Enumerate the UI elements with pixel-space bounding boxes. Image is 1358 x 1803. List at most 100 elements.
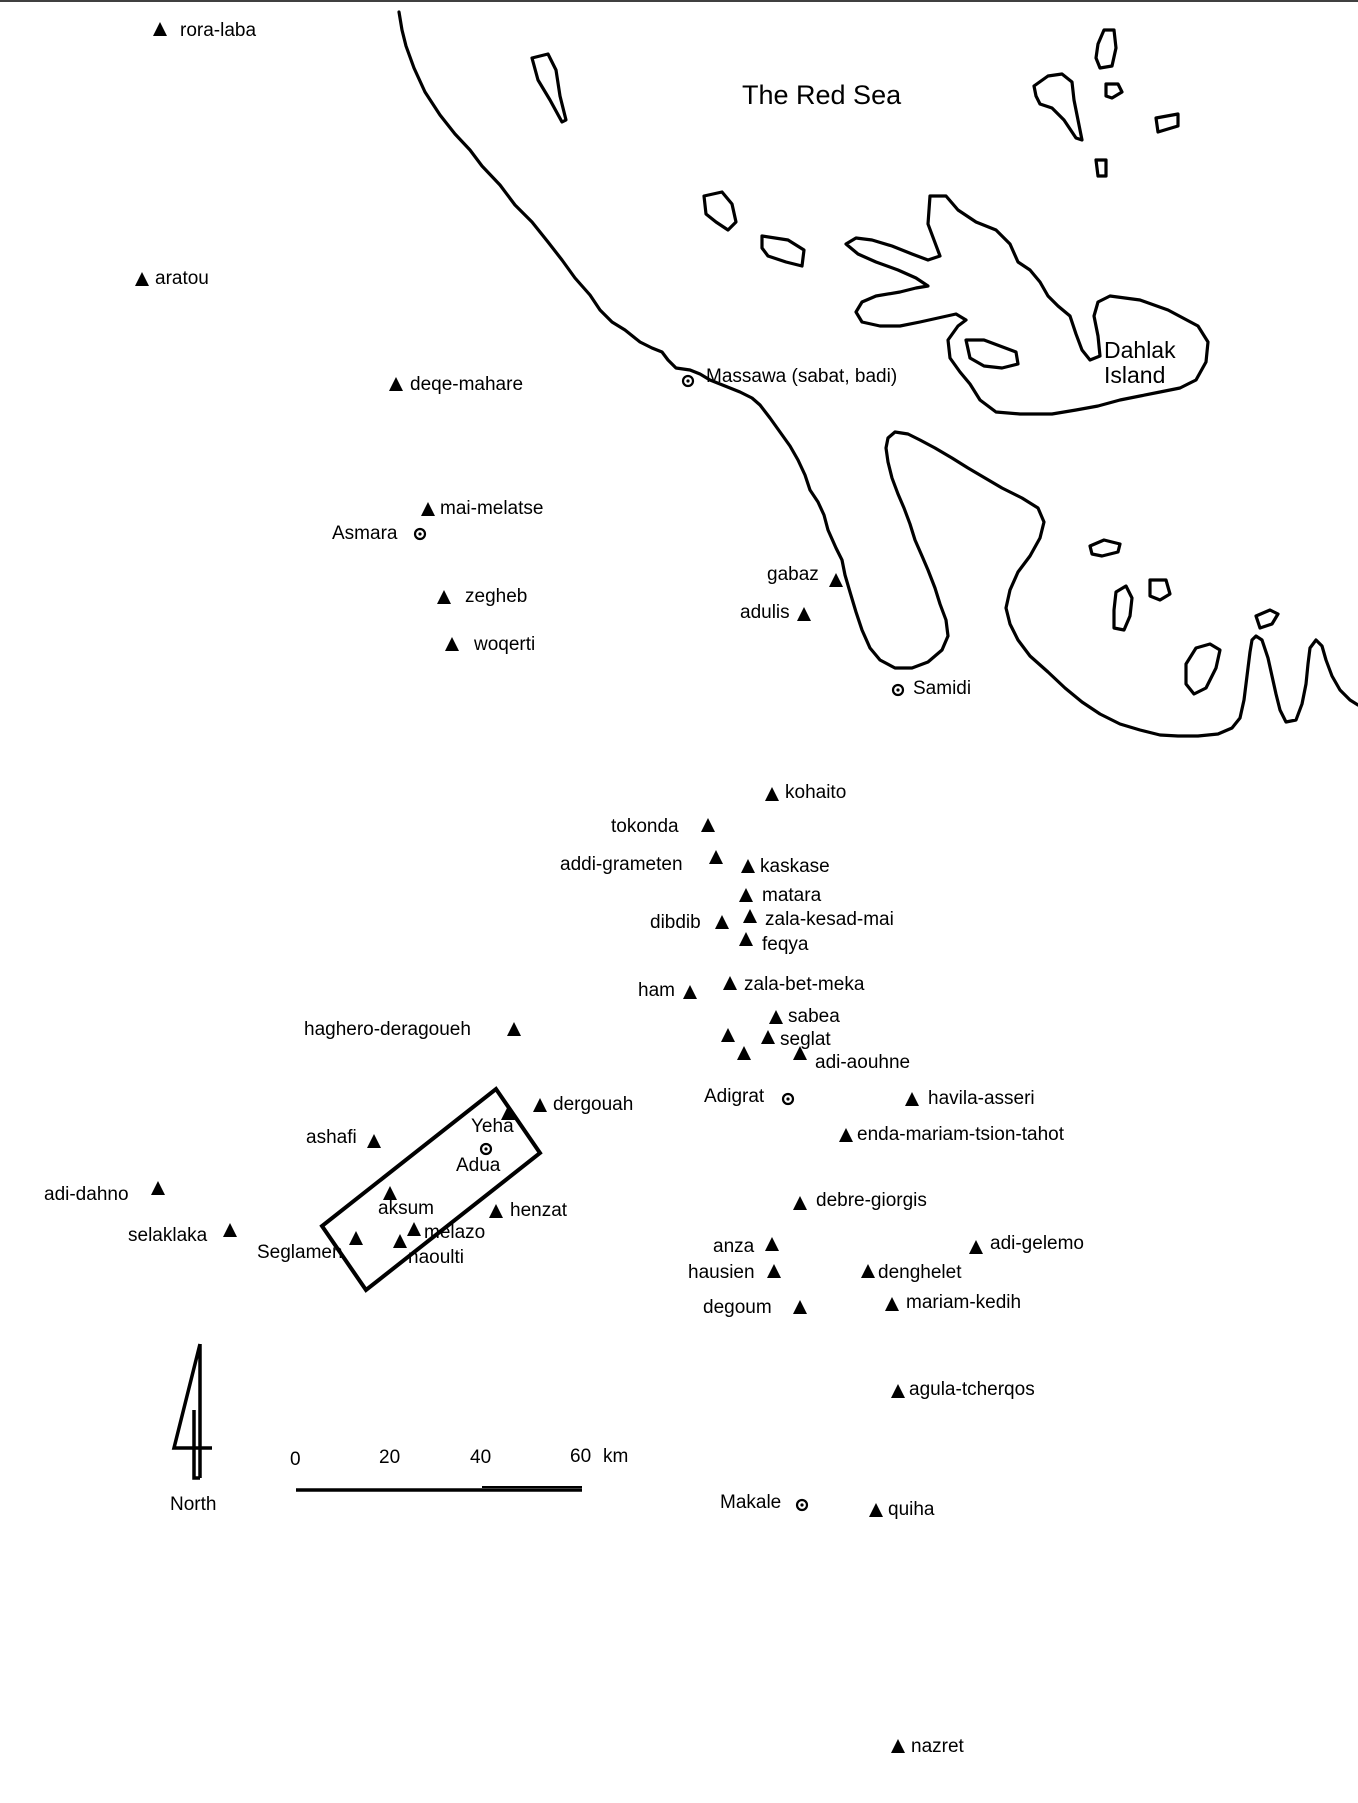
triangle-marker-icon (489, 1204, 503, 1218)
triangle-marker-icon (721, 1028, 735, 1042)
site-label-kaskase: kaskase (760, 856, 830, 877)
triangle-marker-icon (869, 1503, 883, 1517)
town-label-asmara: Asmara (332, 523, 398, 544)
island-mid-2 (760, 234, 806, 268)
north-arrow: North (170, 1343, 216, 1515)
triangle-marker-icon (153, 22, 167, 36)
triangle-marker-icon (761, 1030, 775, 1044)
town-label-massawa: Massawa (sabat, badi) (706, 366, 897, 387)
site-label-feqya: feqya (762, 934, 809, 955)
triangle-marker-icon (743, 909, 757, 923)
triangle-marker-icon (885, 1297, 899, 1311)
north-label: North (170, 1494, 216, 1515)
triangle-marker-icon (389, 377, 403, 391)
triangle-marker-icon (723, 976, 737, 990)
town-label-samidi: Samidi (913, 678, 971, 699)
island-north-2 (1094, 28, 1118, 70)
site-label-aratou: aratou (155, 268, 209, 289)
site-label-denghelet: denghelet (878, 1262, 962, 1283)
site-label-sabea: sabea (788, 1006, 840, 1027)
island-se-1 (1088, 538, 1122, 558)
site-label-ashafi: ashafi (306, 1127, 357, 1148)
site-label-zegheb: zegheb (465, 586, 527, 607)
triangle-marker-icon (891, 1384, 905, 1398)
triangle-marker-icon (349, 1231, 363, 1245)
site-label-dibdib: dibdib (650, 912, 701, 933)
scale-unit: km (603, 1446, 628, 1467)
triangle-marker-icon (701, 818, 715, 832)
town-label-seglamen: Seglamen (257, 1242, 343, 1263)
triangle-marker-icon (421, 502, 435, 516)
site-label-adi-dahno: adi-dahno (44, 1184, 129, 1205)
island-northwest (530, 52, 568, 124)
site-label-havila-asseri: havila-asseri (928, 1088, 1035, 1109)
triangle-marker-icon (393, 1234, 407, 1248)
triangle-marker-icon (151, 1181, 165, 1195)
site-label-enda-mariam-tsion-tahot: enda-mariam-tsion-tahot (857, 1124, 1065, 1145)
site-label-ham: ham (638, 980, 675, 1001)
site-label-aksum: aksum (378, 1198, 434, 1219)
island-se-2 (1112, 584, 1134, 632)
island-label-line2: Island (1104, 362, 1165, 388)
town-label-makale: Makale (720, 1492, 781, 1513)
site-label-zala-kesad-mai: zala-kesad-mai (765, 909, 894, 930)
triangle-marker-icon (793, 1046, 807, 1060)
triangle-marker-icon (839, 1128, 853, 1142)
site-label-seglat: seglat (780, 1029, 831, 1050)
site-label-matara: matara (762, 885, 822, 906)
site-label-zala-bet-meka: zala-bet-meka (744, 974, 865, 995)
site-label-nazret: nazret (911, 1736, 965, 1757)
site-label-dergouah: dergouah (553, 1094, 633, 1115)
scale-tick-0: 0 (290, 1449, 301, 1470)
site-label-mariam-kedih: mariam-kedih (906, 1292, 1021, 1313)
triangle-marker-icon (891, 1739, 905, 1753)
site-label-woqerti: woqerti (473, 634, 535, 655)
site-label-haghero-deragoueh: haghero-deragoueh (304, 1019, 471, 1040)
site-label-addi-grameten: addi-grameten (560, 854, 683, 875)
site-label-melazo: melazo (424, 1222, 485, 1243)
scale-bar: 0 20 40 60 km (290, 1446, 628, 1492)
site-label-debre-giorgis: debre-giorgis (816, 1190, 927, 1211)
scale-tick-40: 40 (470, 1447, 491, 1468)
triangle-marker-icon (445, 637, 459, 651)
triangle-marker-icon (769, 1010, 783, 1024)
triangle-marker-icon (709, 850, 723, 864)
triangle-marker-icon (367, 1134, 381, 1148)
triangle-marker-icon (793, 1300, 807, 1314)
island-mid-1 (702, 190, 738, 232)
triangle-marker-icon (797, 607, 811, 621)
site-label-quiha: quiha (888, 1499, 935, 1520)
dot-circle-icon (479, 1142, 493, 1156)
triangle-marker-icon (223, 1223, 237, 1237)
site-label-anza: anza (713, 1236, 755, 1257)
triangle-marker-icon (739, 932, 753, 946)
triangle-marker-icon (793, 1196, 807, 1210)
town-label-yeha: Yeha (471, 1116, 514, 1137)
triangle-marker-icon (135, 272, 149, 286)
site-label-hausien: hausien (688, 1262, 755, 1283)
triangle-marker-icon (383, 1186, 397, 1200)
site-label-degoum: degoum (703, 1297, 772, 1318)
triangle-marker-icon (501, 1106, 515, 1120)
site-label-adulis: adulis (740, 602, 790, 623)
triangle-marker-icon (765, 1237, 779, 1251)
triangle-marker-icon (767, 1264, 781, 1278)
site-label-gabaz: gabaz (767, 564, 819, 585)
dot-circle-icon (795, 1498, 809, 1512)
dahlak-inner-bay (964, 338, 1020, 370)
sea-label: The Red Sea (742, 80, 902, 110)
island-se-5 (1184, 642, 1222, 696)
site-label-tokonda: tokonda (611, 816, 679, 837)
site-label-rora-laba: rora-laba (180, 20, 256, 41)
triangle-marker-icon (741, 859, 755, 873)
site-label-mai-melatse: mai-melatse (440, 498, 543, 519)
island-north-1 (1032, 72, 1084, 142)
island-se-3 (1148, 578, 1172, 602)
site-label-naoulti: naoulti (408, 1247, 464, 1268)
triangle-marker-icon (737, 1046, 751, 1060)
site-label-adi-aouhne: adi-aouhne (815, 1052, 910, 1073)
dot-circle-icon (781, 1092, 795, 1106)
triangle-marker-icon (969, 1240, 983, 1254)
